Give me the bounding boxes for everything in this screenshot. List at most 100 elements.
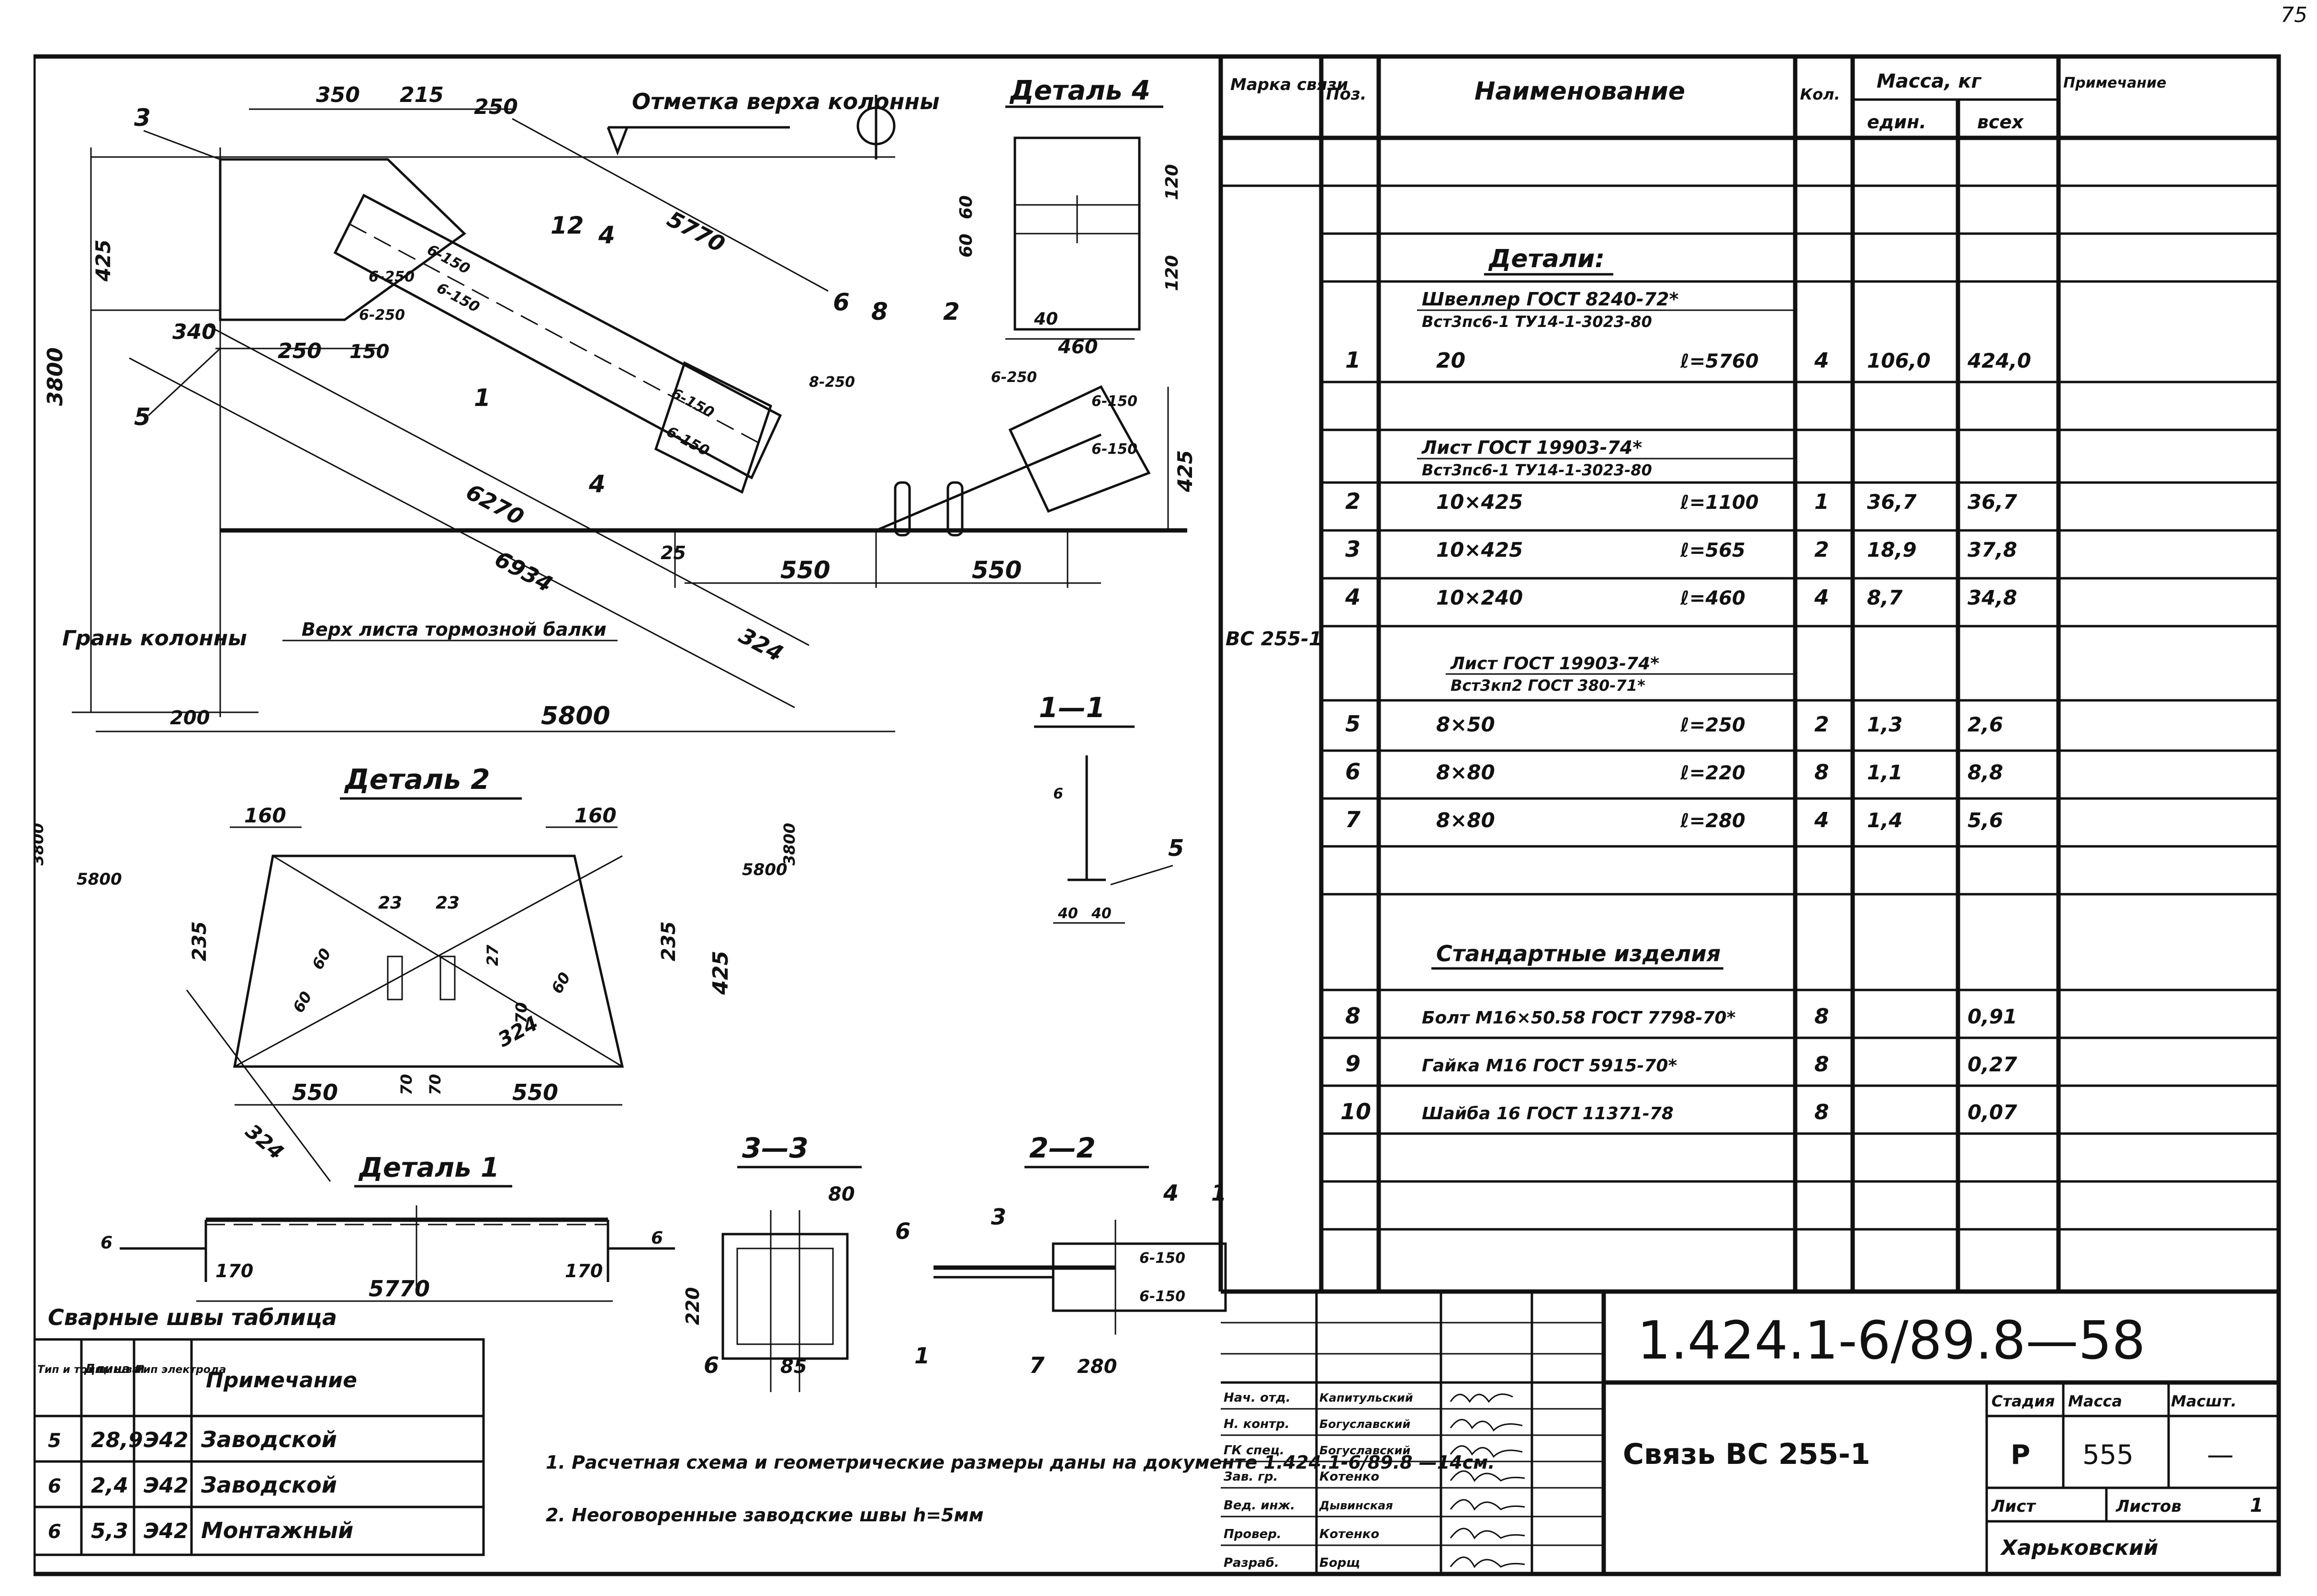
weld-r3-note: Монтажный bbox=[201, 1517, 353, 1543]
spec-r3-qty: 2 bbox=[1814, 538, 1829, 562]
sheets-label: Листов bbox=[2115, 1497, 2182, 1516]
spec-r6-len: ℓ=220 bbox=[1680, 762, 1745, 784]
weld-r1-len: 28,9 bbox=[91, 1428, 143, 1452]
spec-section-std: Стандартные изделия bbox=[1436, 941, 1721, 967]
role-6: Провер. bbox=[1224, 1527, 1282, 1541]
name-2: Богуславский bbox=[1319, 1417, 1410, 1431]
spec-r7-total: 5,6 bbox=[1968, 809, 2003, 832]
spec-row-8: 8 Болт М16×50.58 ГОСТ 7798-70* 8 0,91 bbox=[1345, 1003, 2017, 1029]
dim-6270: 6270 bbox=[462, 479, 528, 530]
role-3: ГК спец. bbox=[1224, 1443, 1284, 1458]
spec-th-mark: Марка связи bbox=[1230, 75, 1348, 94]
spec-r6-name: 8×80 bbox=[1436, 761, 1495, 784]
spec-r2-pos: 2 bbox=[1345, 488, 1361, 514]
spec-r10-qty: 8 bbox=[1814, 1100, 1829, 1124]
spec-r9-total: 0,27 bbox=[1968, 1053, 2017, 1076]
label-column-face: Грань колонны bbox=[62, 626, 247, 651]
section-1-1: 1—1 40 40 5 6 bbox=[1034, 691, 1184, 924]
dim-550-b: 550 bbox=[972, 556, 1022, 584]
spec-r3-total: 37,8 bbox=[1968, 538, 2017, 562]
note-2: 2. Неоговоренные заводские швы h=5мм bbox=[546, 1505, 984, 1526]
d2-dim-5800a: 5800 bbox=[77, 870, 122, 889]
dim-550-a: 550 bbox=[780, 556, 830, 584]
callout-1: 1 bbox=[474, 384, 491, 412]
spec-r4-total: 34,8 bbox=[1968, 586, 2017, 609]
stage-label: Стадия bbox=[1991, 1392, 2055, 1410]
spec-r4-name: 10×240 bbox=[1436, 586, 1523, 609]
spec-r3-len: ℓ=565 bbox=[1680, 539, 1745, 562]
spec-r5-unit: 1,3 bbox=[1867, 713, 1902, 736]
name-7: Борщ bbox=[1319, 1556, 1360, 1570]
spec-r2-total: 36,7 bbox=[1968, 490, 2017, 514]
weld-label-8: 6-250 bbox=[369, 269, 415, 285]
spec-row-lines bbox=[1321, 232, 2279, 1231]
weld-r2-el: Э42 bbox=[144, 1473, 189, 1498]
weld-label-3: 6-150 bbox=[668, 385, 717, 421]
name-6: Котенко bbox=[1319, 1527, 1379, 1541]
scale-label: Масшт. bbox=[2171, 1392, 2237, 1410]
dim-150: 150 bbox=[349, 341, 390, 363]
dim-425: 425 bbox=[91, 239, 115, 282]
s22-weld-2: 6-150 bbox=[1139, 1288, 1185, 1305]
d1-dim-6b: 6 bbox=[651, 1228, 663, 1248]
weld-label-5: 6-150 bbox=[1091, 393, 1137, 410]
spec-r7-name: 8×80 bbox=[1436, 809, 1495, 832]
spec-r7-unit: 1,4 bbox=[1867, 809, 1902, 832]
d1-dim-170b: 170 bbox=[565, 1260, 603, 1281]
s33-callout-6b: 6 bbox=[704, 1352, 719, 1378]
spec-r6-qty: 8 bbox=[1814, 760, 1829, 785]
spec-th-name: Наименование bbox=[1474, 77, 1685, 106]
spec-r2-len: ℓ=1100 bbox=[1680, 492, 1759, 514]
spec-row-10: 10 Шайба 16 ГОСТ 11371-78 8 0,07 bbox=[1340, 1099, 2017, 1124]
drawing-sheet: Отметка верха колонны 3800 425 425 5770 … bbox=[34, 54, 2281, 1576]
d2-dim-70b: 70 bbox=[397, 1074, 416, 1095]
spec-r6-total: 8,8 bbox=[1968, 761, 2003, 784]
weld-label-9: 6-250 bbox=[359, 307, 405, 324]
d2-dim-235a: 235 bbox=[189, 922, 211, 962]
callout-2: 2 bbox=[943, 298, 960, 326]
spec-r5-total: 2,6 bbox=[1968, 713, 2003, 736]
weld-r3-len: 5,3 bbox=[91, 1519, 128, 1543]
s33-callout-1: 1 bbox=[914, 1343, 930, 1369]
d2-dim-60c: 60 bbox=[548, 969, 574, 997]
spec-r5-qty: 2 bbox=[1814, 712, 1829, 737]
d2-dim-5800b: 5800 bbox=[742, 860, 787, 879]
sheet-frame bbox=[34, 54, 2281, 1576]
spec-group1-l1: Швеллер ГОСТ 8240-72* bbox=[1422, 289, 1679, 310]
weld-r2-type: 6 bbox=[48, 1475, 61, 1497]
spec-th-pos: Поз. bbox=[1326, 85, 1367, 104]
d4-dim-120b: 120 bbox=[1162, 255, 1182, 291]
callout-6: 6 bbox=[833, 288, 850, 316]
d2-dim-550a: 550 bbox=[292, 1079, 338, 1105]
spec-row-7: 7 8×80 ℓ=280 4 1,4 5,6 bbox=[1345, 807, 2003, 832]
s22-dim-280: 280 bbox=[1077, 1356, 1117, 1378]
weld-table: Сварные швы таблица Тип и толщ. шва Длин… bbox=[34, 1304, 485, 1556]
dim-215: 215 bbox=[400, 83, 444, 107]
d4-dim-40: 40 bbox=[1034, 309, 1058, 329]
weld-label-4: 6-150 bbox=[664, 423, 712, 460]
note-1: 1. Расчетная схема и геометрические разм… bbox=[546, 1452, 1495, 1473]
label-mark-top: Отметка верха колонны bbox=[632, 89, 940, 114]
weld-label-10: 6-250 bbox=[991, 369, 1037, 386]
detail-2-title: Деталь 2 bbox=[344, 763, 490, 796]
weld-th-length: Длина м bbox=[84, 1362, 145, 1376]
d4-dim-120a: 120 bbox=[1162, 164, 1182, 200]
dim-200: 200 bbox=[170, 707, 210, 729]
s11-dim-40b: 40 bbox=[1091, 905, 1112, 922]
weld-label-6: 6-150 bbox=[1091, 441, 1137, 458]
s22-callout-4: 4 bbox=[1163, 1180, 1179, 1206]
s33-dim-220: 220 bbox=[682, 1287, 703, 1325]
d2-dim-60a: 60 bbox=[308, 945, 335, 973]
s33-callout-6: 6 bbox=[895, 1218, 911, 1244]
role-5: Вед. инж. bbox=[1224, 1498, 1295, 1513]
d1-dim-5770: 5770 bbox=[369, 1276, 430, 1302]
name-3: Богуславский bbox=[1319, 1444, 1410, 1457]
s33-dim-85: 85 bbox=[780, 1356, 807, 1378]
spec-r6-pos: 6 bbox=[1345, 759, 1361, 785]
d2-dim-27: 27 bbox=[484, 944, 502, 966]
d2-dim-550b: 550 bbox=[512, 1079, 558, 1105]
sheet-label: Лист bbox=[1991, 1497, 2036, 1516]
spec-r10-pos: 10 bbox=[1340, 1099, 1371, 1124]
spec-group3-l2: Вст3кп2 ГОСТ 380-71* bbox=[1451, 676, 1645, 695]
spec-section-details: Детали: bbox=[1488, 245, 1605, 273]
